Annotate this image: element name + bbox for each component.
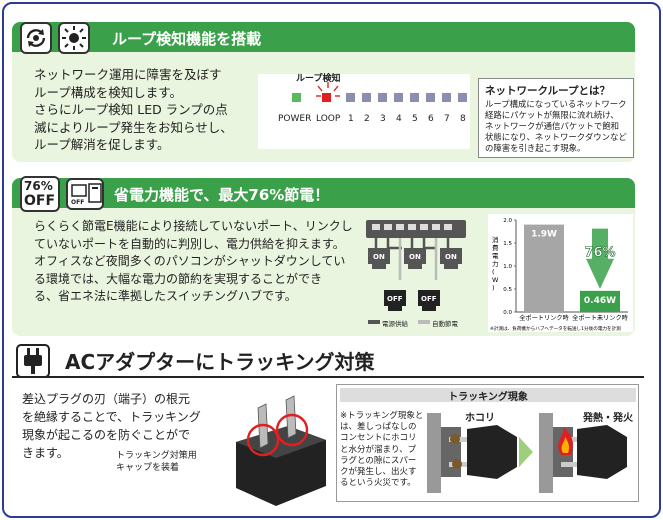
blink-burst-icon bbox=[316, 82, 340, 97]
port-led-6 bbox=[426, 93, 435, 102]
chart-footnote: ※計測は、負荷機からハブへデータを転送し1分後の電力を計測 bbox=[490, 325, 621, 332]
pc-off-label-2: OFF bbox=[421, 295, 437, 303]
led-blink-icon-box bbox=[58, 22, 90, 54]
network-loop-info-title: ネットワークループとは？ bbox=[485, 85, 611, 97]
chart-reduction-arrow bbox=[586, 228, 614, 289]
loop-cycle-icon-box bbox=[20, 22, 52, 54]
chart-category-label: 全ポート未リンク時 bbox=[572, 314, 628, 322]
chart-y-tick-label: 1.0 bbox=[503, 264, 512, 270]
device-off-label: OFF bbox=[71, 199, 85, 206]
power-description: らくらく節電E機能により接続していないポート、リンクし ていないポートを自動的に… bbox=[34, 219, 353, 303]
chart-y-tick-label: 2.0 bbox=[503, 218, 512, 224]
power-diagram: ON ON ON OFF OFF 電源供給 自動節電 bbox=[362, 218, 477, 328]
chart-ylabel-char: 消 bbox=[492, 235, 499, 244]
tracking-cap-label: トラッキング対策用 キャップを装着 bbox=[116, 451, 197, 473]
chart-bar bbox=[524, 224, 564, 312]
port-led-3 bbox=[378, 93, 387, 102]
port-led-1 bbox=[346, 93, 355, 102]
tracking-description: 差込プラグの刃（端子）の根元 を絶縁することで、トラッキング 現象が起こるのを防… bbox=[22, 392, 201, 460]
tracking-phenomenon-text: ※トラッキング現象と は、差しっぱなしの コンセントにホコリ と水分が溜まり、プ… bbox=[340, 411, 424, 489]
chart-category-label: 全ポートリンク時 bbox=[519, 314, 569, 322]
tracking-section-title: ACアダプターにトラッキング対策 bbox=[65, 350, 375, 374]
power-section: 省電力機能で、最大76%節電！ らくらく節電E機能により接続していないポート、リ… bbox=[12, 178, 635, 336]
loop-detect-label: ループ検知 bbox=[296, 74, 341, 84]
chart-y-tick-label: 0.0 bbox=[503, 310, 512, 316]
network-loop-info-box: ネットワークループとは？ ループ構成になっているネットワーク 経路にパケットが無… bbox=[478, 78, 634, 158]
plug-icon-box bbox=[16, 344, 50, 378]
led-label-loop: LOOP bbox=[316, 114, 341, 124]
pc-on-label-3: ON bbox=[445, 253, 457, 261]
chart-ylabel-char: 力 bbox=[492, 259, 499, 268]
tracking-phenomenon-illustration bbox=[427, 413, 627, 493]
tracking-phenomenon-box: トラッキング現象 ※トラッキング現象と は、差しっぱなしの コンセントにホコリ … bbox=[336, 384, 639, 502]
chart-value-label: 0.46W bbox=[584, 296, 616, 306]
led-label-7: 7 bbox=[444, 114, 450, 124]
led-label-2: 2 bbox=[364, 114, 370, 124]
chart-bar bbox=[580, 290, 620, 312]
led-label-5: 5 bbox=[412, 114, 418, 124]
port-led-2 bbox=[362, 93, 371, 102]
chart-ylabel-char: ( bbox=[492, 268, 495, 276]
chart-ylabel-char: 電 bbox=[492, 252, 499, 260]
power-section-title: 省電力機能で、最大76%節電！ bbox=[114, 186, 330, 204]
network-loop-info-text: ループ構成になっているネットワーク 経路にパケットが無限に流れ続け、 ネットワー… bbox=[485, 99, 627, 153]
loop-header-bar bbox=[12, 22, 635, 52]
chart-ylabel-char: ) bbox=[492, 284, 495, 292]
chart-y-tick-label: 0.5 bbox=[503, 287, 512, 293]
led-blink-icon bbox=[62, 26, 86, 50]
port-led-7 bbox=[442, 93, 451, 102]
pc-on-label-2: ON bbox=[409, 253, 421, 261]
pc-power-off-icon bbox=[71, 183, 102, 203]
led-label-3: 3 bbox=[380, 114, 386, 124]
led-label-power: POWER bbox=[278, 114, 312, 124]
led-panel: ループ検知 POWER LOOP 1 2 3 4 5 6 7 8 bbox=[258, 74, 470, 149]
tracking-phenomenon-title: トラッキング現象 bbox=[340, 388, 636, 403]
plug-icon bbox=[24, 348, 42, 374]
chart-y-tick-label: 1.5 bbox=[503, 241, 512, 247]
loop-section-title: ループ検知機能を搭載 bbox=[112, 30, 262, 48]
chart-ylabel-char: 費 bbox=[492, 243, 499, 252]
power-off-device-icon-box: OFF bbox=[66, 178, 104, 210]
badge-percent: 76% bbox=[24, 179, 53, 193]
port-led-8 bbox=[458, 93, 467, 102]
led-label-1: 1 bbox=[348, 114, 354, 124]
power-led bbox=[292, 93, 301, 102]
switch-diagram-graphic bbox=[366, 220, 466, 324]
legend-supply: 電源供給 bbox=[382, 320, 408, 328]
fire-label: 発熱・発火 bbox=[583, 413, 633, 424]
led-label-8: 8 bbox=[460, 114, 466, 124]
badge-off: OFF bbox=[24, 193, 56, 209]
chart-value-label: 1.9W bbox=[531, 230, 557, 240]
pc-off-label-1: OFF bbox=[387, 295, 403, 303]
loop-section: ループ検知機能を搭載 ネットワーク運用に障害を及ぼす ループ構成を検知します。 … bbox=[12, 22, 635, 162]
loop-description: ネットワーク運用に障害を及ぼす ループ構成を検知します。 さらにループ検知 LE… bbox=[34, 67, 233, 152]
percent-off-badge: 76% OFF bbox=[20, 176, 60, 212]
chart-ylabel-char: W bbox=[492, 276, 499, 284]
loop-cycle-icon bbox=[26, 29, 46, 47]
port-led-5 bbox=[410, 93, 419, 102]
dust-label: ホコリ bbox=[465, 413, 495, 424]
port-led-4 bbox=[394, 93, 403, 102]
chart-annotation: 76% bbox=[584, 246, 615, 261]
led-label-6: 6 bbox=[428, 114, 434, 124]
ac-plug-illustration bbox=[236, 395, 326, 506]
led-label-4: 4 bbox=[396, 114, 402, 124]
loop-led bbox=[322, 93, 331, 102]
power-header-bar bbox=[12, 178, 635, 208]
tracking-title-rule bbox=[12, 376, 644, 378]
legend-save: 自動節電 bbox=[432, 320, 458, 328]
pc-on-label-1: ON bbox=[373, 253, 385, 261]
power-chart: 消費電力(W) 2.0 1.5 1.0 0.5 0.0 1.9W 全ポートリンク時 0.46W 全… bbox=[488, 214, 633, 332]
